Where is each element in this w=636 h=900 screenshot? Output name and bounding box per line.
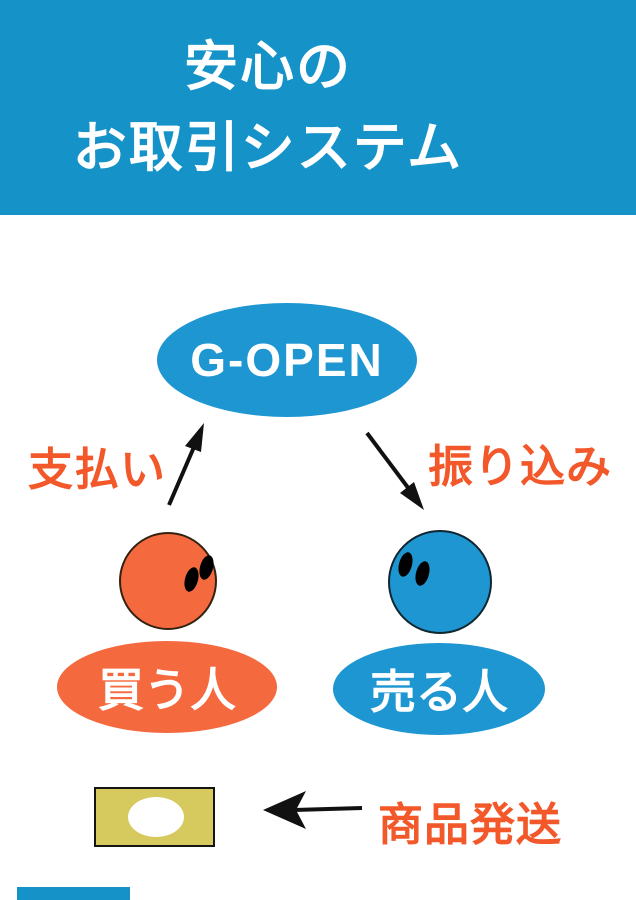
platform-label: G-OPEN xyxy=(190,334,384,386)
banknote-oval xyxy=(128,797,184,837)
seller-eye-icon xyxy=(395,550,416,579)
seller-face-icon xyxy=(388,530,492,634)
page-title-line2: お取引システム xyxy=(72,117,464,178)
buyer-eye-icon xyxy=(196,553,217,582)
seller-node: 売る人 xyxy=(333,643,545,735)
buyer-eye-icon xyxy=(181,565,202,594)
banknote-icon xyxy=(94,787,215,847)
page-title: 安心の お取引システム xyxy=(0,27,536,189)
seller-label: 売る人 xyxy=(370,666,508,718)
payment-label: 支払い xyxy=(28,444,167,495)
header-banner: 安心の お取引システム xyxy=(0,0,636,215)
transfer-label: 振り込み xyxy=(428,441,613,492)
shipping-arrow-icon xyxy=(263,791,363,829)
seller-eye-icon xyxy=(412,559,433,588)
payment-arrow-icon xyxy=(167,423,204,506)
buyer-label: 買う人 xyxy=(98,664,236,716)
buyer-face-icon xyxy=(119,532,217,630)
platform-node: G-OPEN xyxy=(157,303,417,417)
page-title-line1: 安心の xyxy=(184,36,352,97)
footer-bar xyxy=(17,887,130,900)
shipping-label: 商品発送 xyxy=(378,799,563,850)
buyer-node: 買う人 xyxy=(57,641,277,733)
transfer-arrow-icon xyxy=(365,431,424,510)
